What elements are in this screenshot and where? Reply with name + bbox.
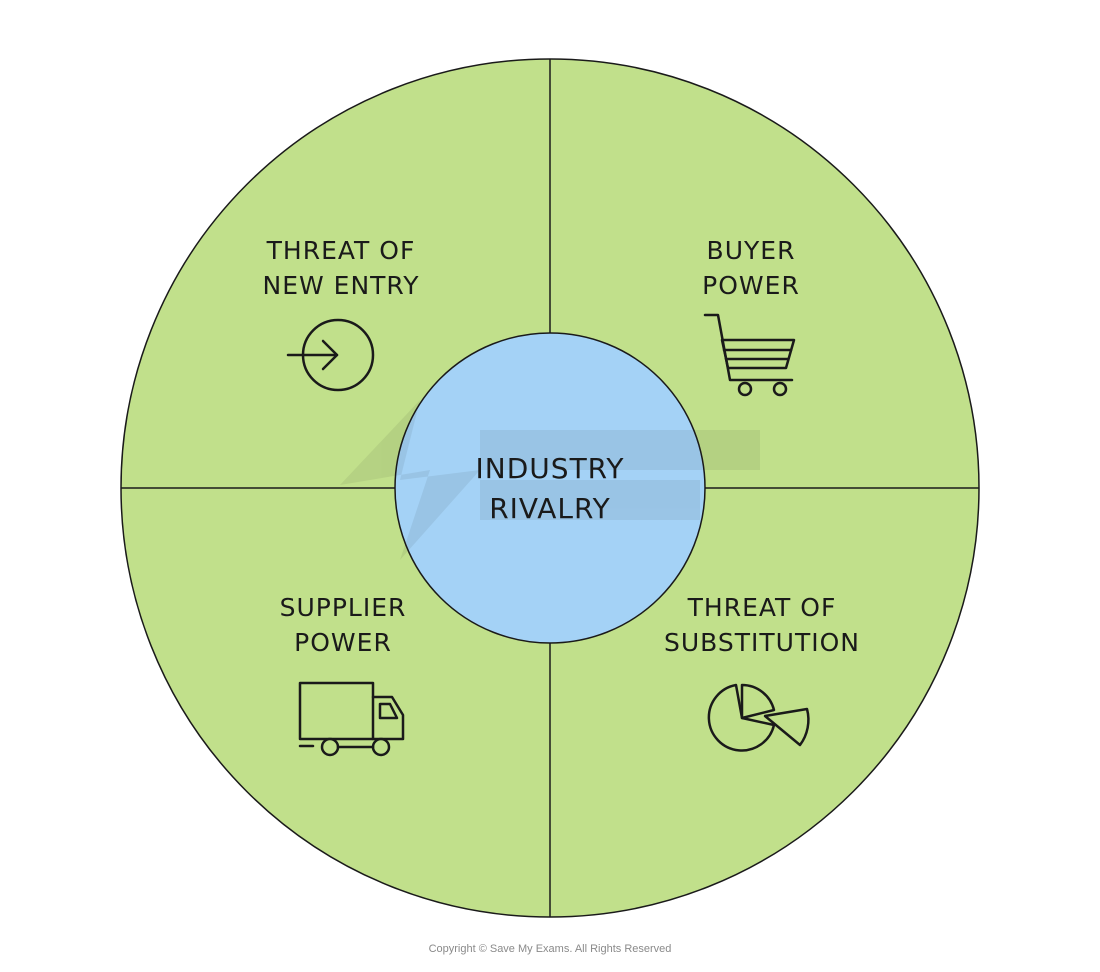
supplier-power-line2: POWER	[294, 628, 392, 657]
buyer-power-line1: BUYER	[707, 236, 796, 265]
center-label-line1: INDUSTRY	[476, 452, 625, 485]
arrow-into-circle-icon	[286, 318, 375, 392]
buyer-power-line2: POWER	[702, 271, 800, 300]
supplier-power-line1: SUPPLIER	[280, 593, 407, 622]
pie-chart-icon	[707, 683, 810, 752]
shopping-cart-icon	[703, 313, 796, 397]
center-circle	[394, 332, 706, 644]
delivery-truck-icon	[298, 681, 405, 757]
copyright-notice: Copyright © Save My Exams. All Rights Re…	[428, 943, 672, 955]
threat-new-entry-line2: NEW ENTRY	[263, 271, 420, 300]
threat-substitution-line2: SUBSTITUTION	[664, 628, 860, 657]
threat-substitution-line1: THREAT OF	[687, 593, 837, 622]
center-label-line2: RIVALRY	[489, 492, 611, 525]
threat-new-entry-line1: THREAT OF	[266, 236, 416, 265]
logo-watermark	[340, 400, 760, 560]
